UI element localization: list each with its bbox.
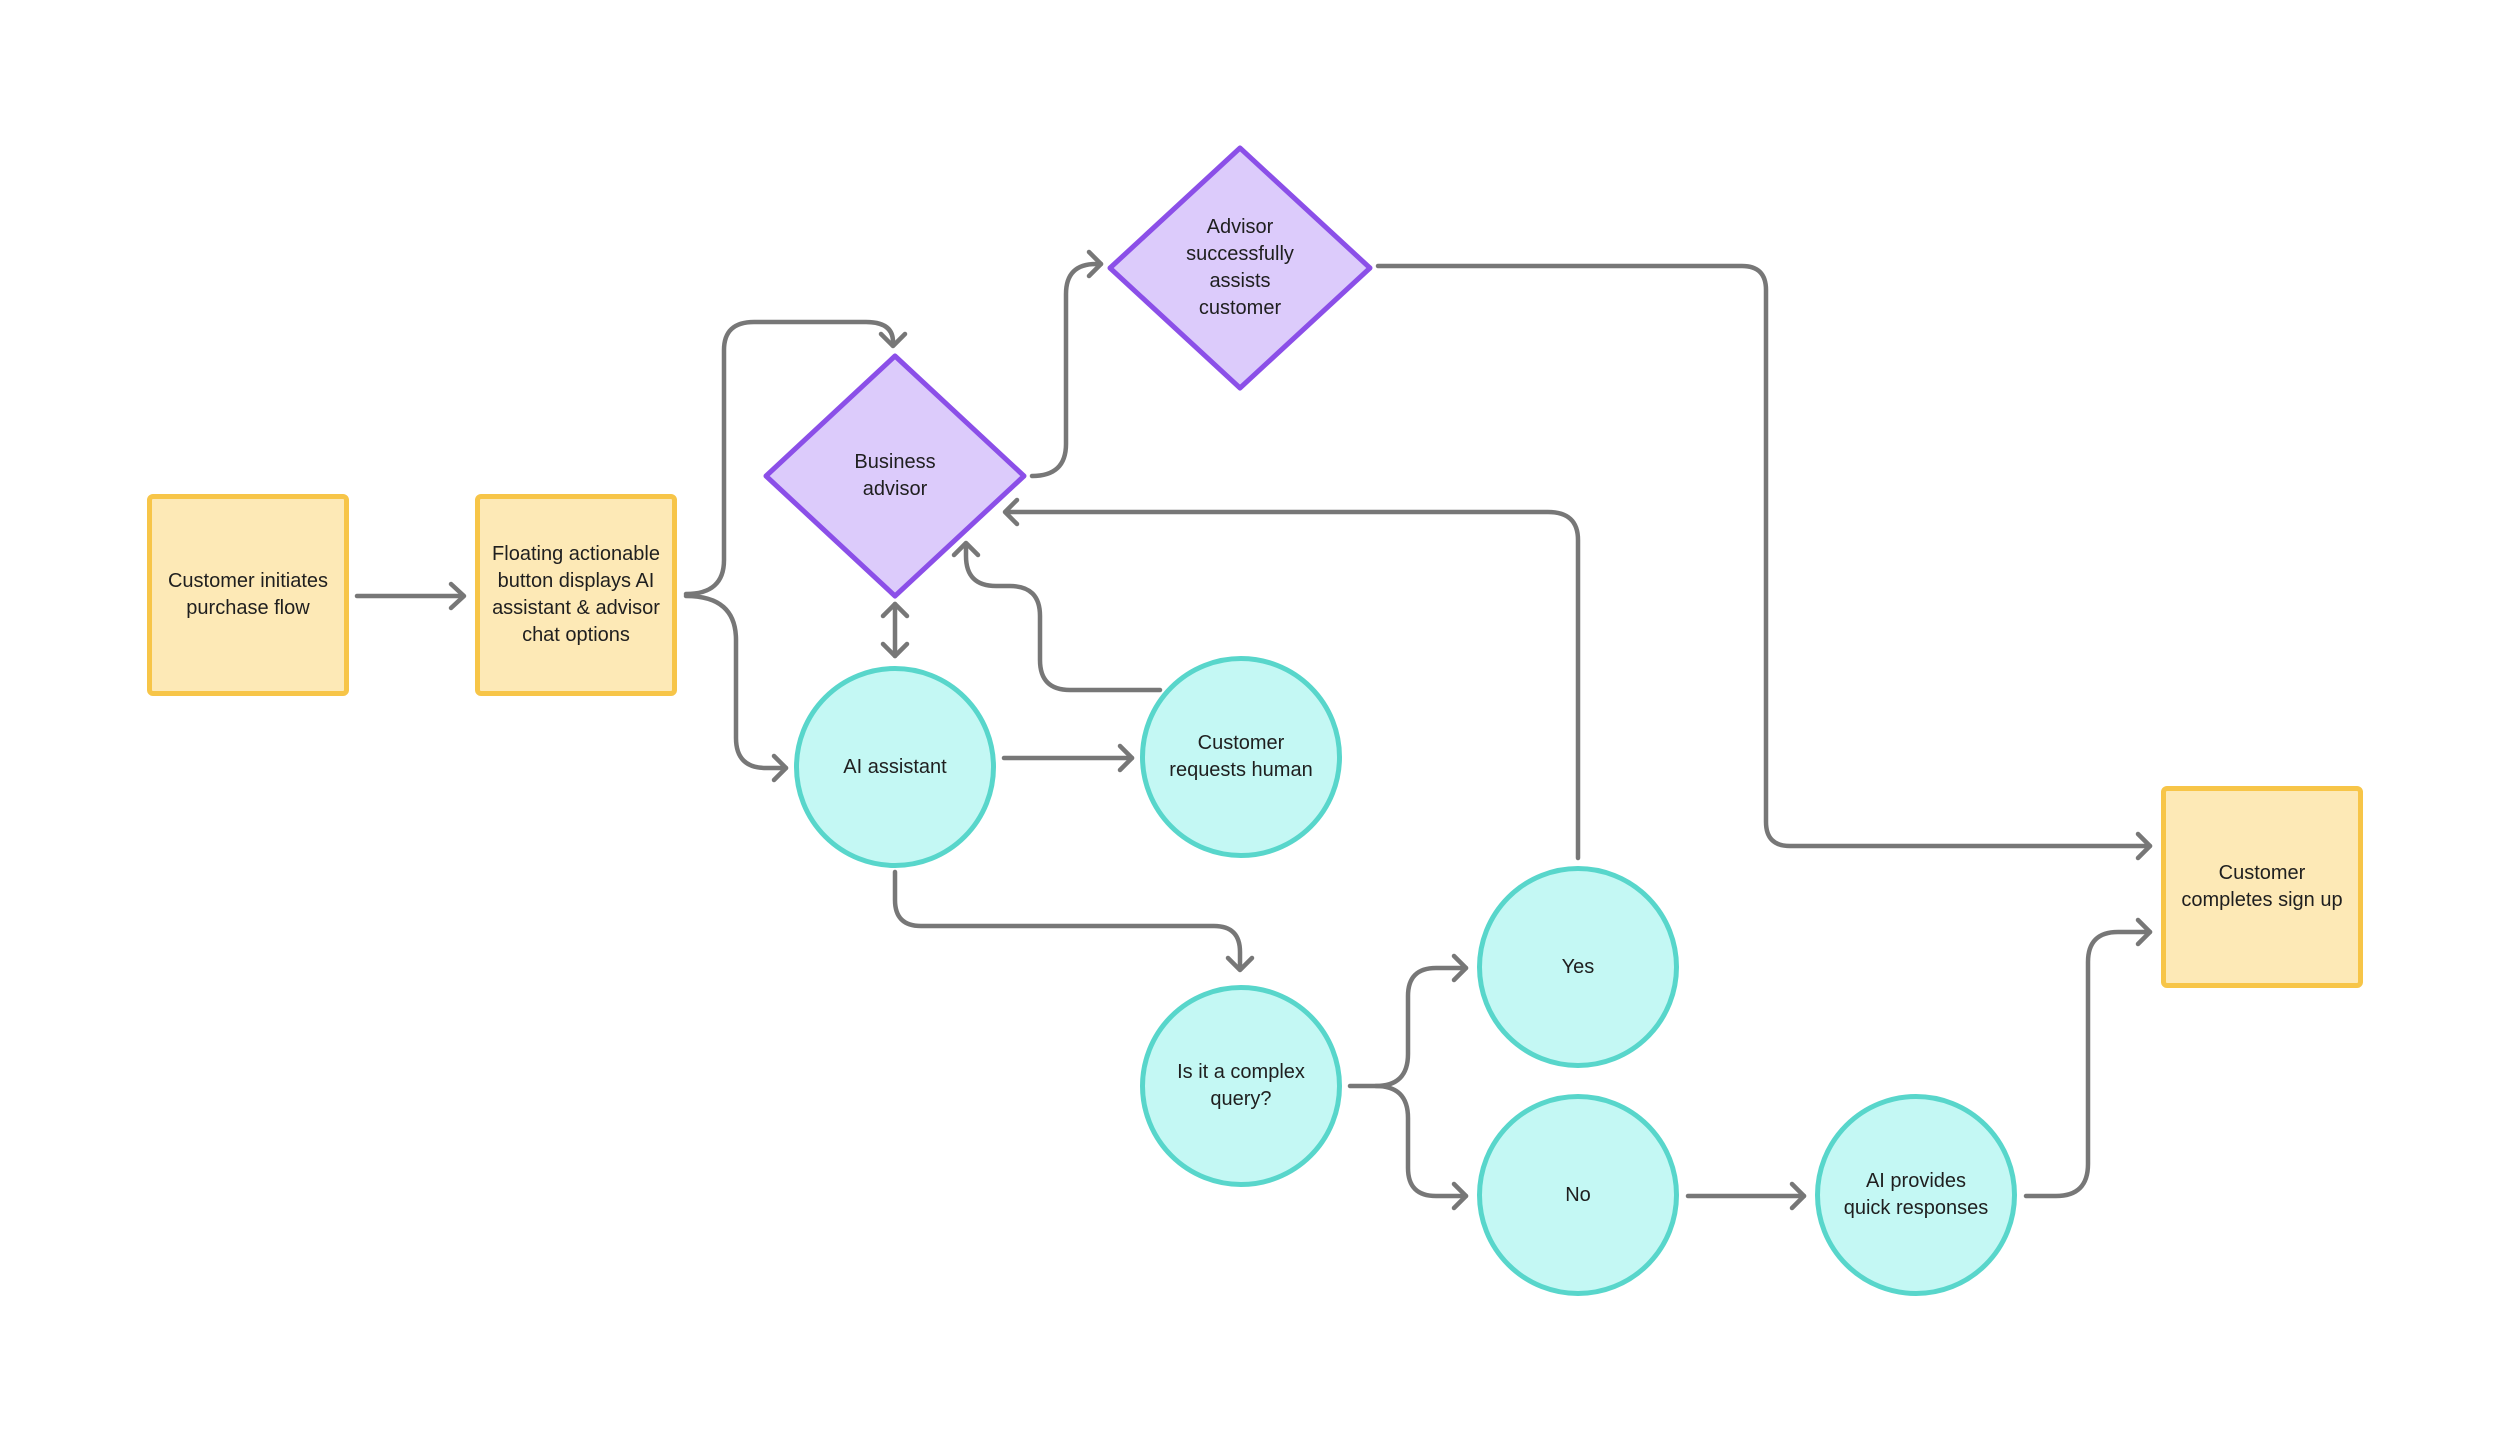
ai-assistant-node[interactable]: AI assistant [794, 666, 996, 868]
yes-label: Yes [1561, 955, 1595, 978]
connector-ai-to-requests-human [1001, 743, 1135, 773]
connector-advisor-ai-bidirectional [880, 601, 910, 659]
advisor-assists-label: Advisor successfully assists customer [1186, 216, 1294, 319]
connector-yes-to-advisor [1002, 497, 1581, 861]
ai-quick-responses-node[interactable]: AI provides quick responses [1815, 1094, 2017, 1296]
connector-floating-to-ai-assistant [683, 593, 789, 783]
complex-query-label: Is it a complex query? [1177, 1061, 1305, 1110]
connector-ai-responses-to-completes [2023, 917, 2153, 1199]
connector-ai-to-complex-query [892, 869, 1255, 973]
business-advisor-label-box: Business advisor [815, 436, 975, 516]
complex-query-node[interactable]: Is it a complex query? [1140, 985, 1342, 1187]
no-node[interactable]: No [1477, 1094, 1679, 1296]
floating-button-node[interactable]: Floating actionable button displays AI a… [475, 494, 677, 696]
advisor-assists-label-box: Advisor successfully assists customer [1150, 200, 1330, 336]
customer-completes-node[interactable]: Customer completes sign up [2161, 786, 2363, 988]
business-advisor-diamond[interactable] [763, 353, 1027, 599]
no-label: No [1565, 1183, 1591, 1206]
customer-initiates-node[interactable]: Customer initiates purchase flow [147, 494, 349, 696]
connector-floating-to-advisor [683, 319, 908, 597]
ai-assistant-label: AI assistant [843, 755, 947, 778]
connector-assists-to-completes [1375, 263, 2153, 861]
connector-initiates-to-floating [354, 581, 467, 611]
customer-initiates-label: Customer initiates purchase flow [167, 570, 329, 619]
advisor-assists-diamond[interactable] [1107, 145, 1373, 391]
connector-requests-human-to-advisor [951, 540, 1163, 693]
connector-advisor-to-assists [1029, 249, 1104, 479]
business-advisor-label: Business advisor [854, 451, 936, 500]
connector-no-to-ai-responses [1685, 1181, 1807, 1211]
floating-button-label: Floating actionable button displays AI a… [492, 543, 660, 646]
customer-requests-human-node[interactable]: Customer requests human [1140, 656, 1342, 858]
yes-node[interactable]: Yes [1477, 866, 1679, 1068]
customer-requests-human-label: Customer requests human [1169, 732, 1313, 781]
ai-quick-responses-label: AI provides quick responses [1843, 1170, 1989, 1219]
customer-completes-label: Customer completes sign up [2181, 862, 2343, 911]
connector-query-to-yes-no [1347, 953, 1469, 1211]
